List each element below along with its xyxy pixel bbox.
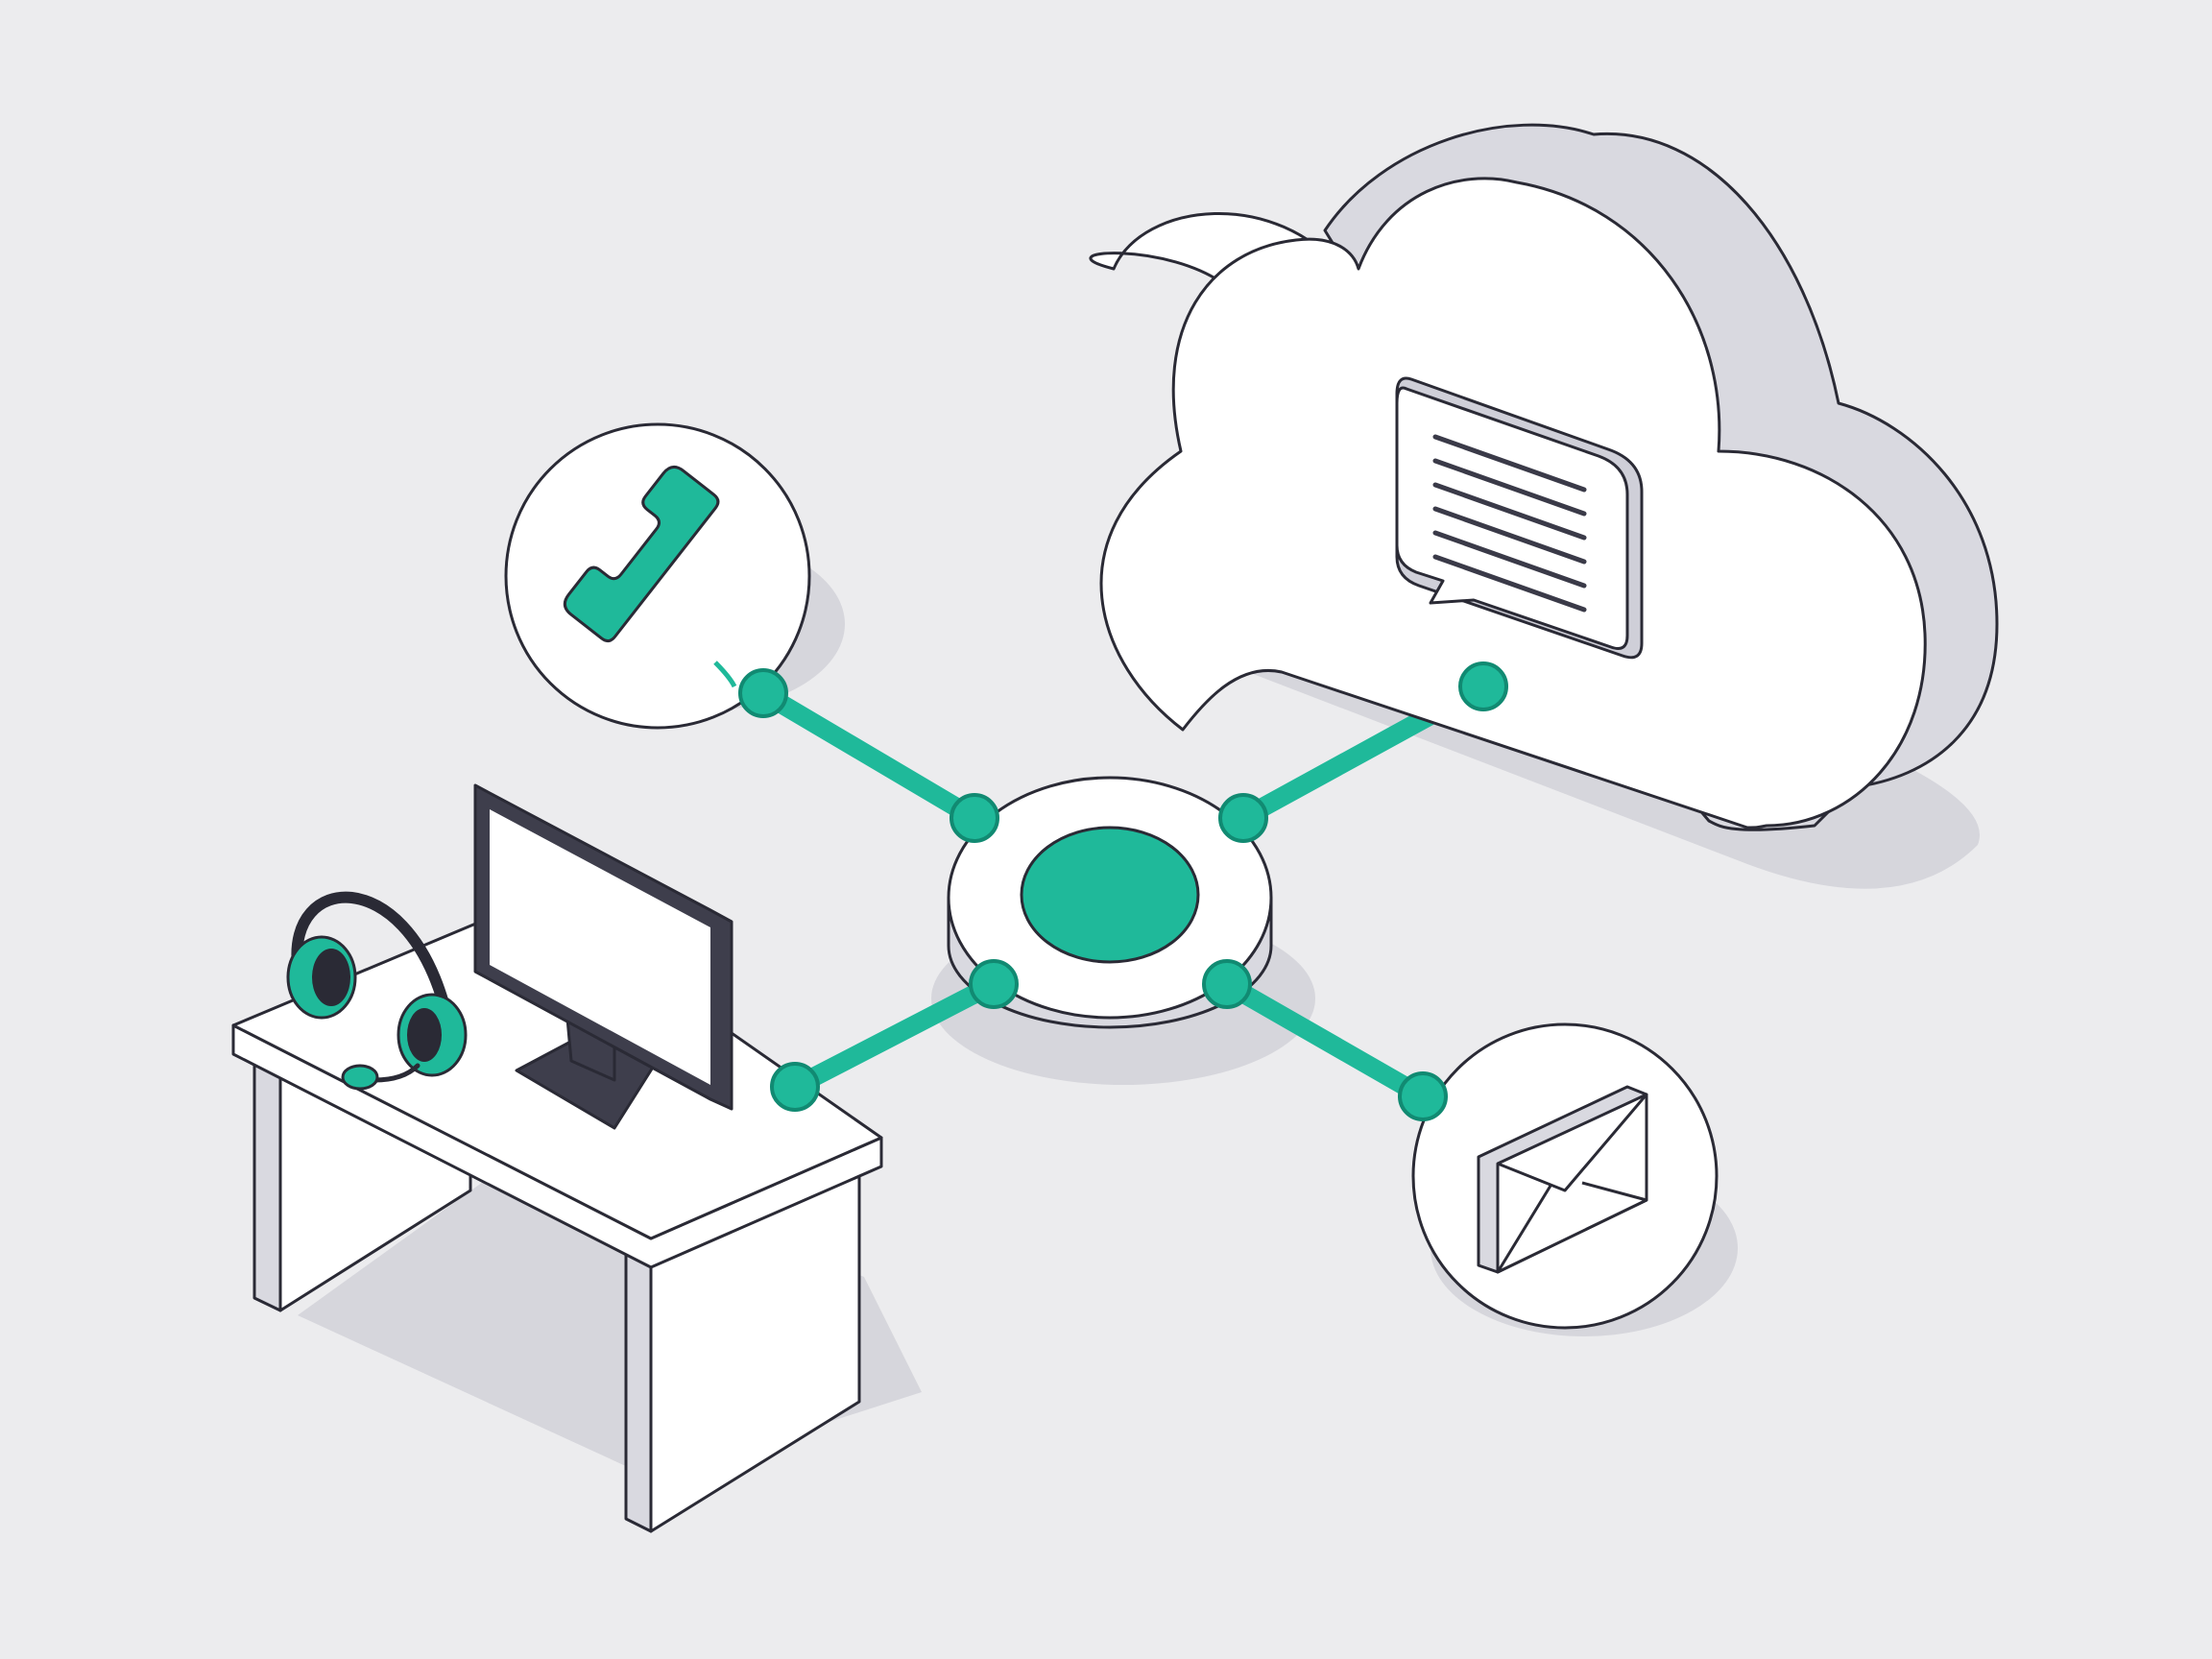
phone-port [738, 668, 788, 718]
cloud-node [1089, 123, 1999, 831]
phone-node [504, 422, 811, 730]
hub-port-desk [969, 959, 1019, 1009]
hub-node [947, 776, 1273, 1029]
email-port [1398, 1071, 1448, 1121]
desk-leg-left [252, 1035, 282, 1312]
phone-icon [563, 466, 720, 643]
headset-icon [286, 891, 468, 1091]
envelope-icon [1477, 1085, 1648, 1274]
phone-cord [713, 661, 737, 688]
desk-leg-right [624, 1227, 653, 1533]
desk-port [770, 1062, 820, 1112]
hub-port-phone [950, 793, 999, 843]
connector-email [1217, 974, 1432, 1106]
hub-core [1020, 826, 1200, 964]
cloud-port [1458, 661, 1508, 711]
headset-band [291, 891, 449, 1009]
email-node [1398, 1022, 1719, 1330]
headset-mic-arm [372, 1063, 421, 1083]
connector-phone [754, 684, 984, 828]
monitor-icon [473, 783, 733, 1130]
hub-port-email [1202, 959, 1252, 1009]
connector-desk [785, 974, 1003, 1096]
chat-bubble-icon [1395, 376, 1644, 660]
headset-mic [341, 1064, 379, 1091]
hub-port-cloud [1218, 793, 1268, 843]
monitor-screen [490, 809, 710, 1085]
